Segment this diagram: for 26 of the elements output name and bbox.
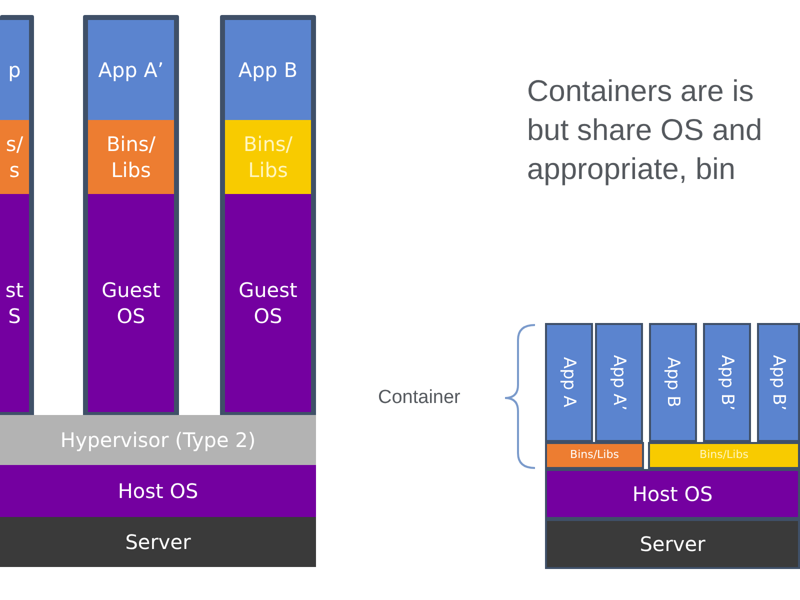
library-layer: Bins/Libs: [545, 442, 644, 469]
container-app: App A’: [595, 323, 643, 442]
guest-os-layer: st S: [0, 194, 29, 412]
server-layer: Server: [0, 517, 316, 567]
description-text: Containers are is but share OS and appropriate, bin: [527, 74, 764, 188]
hypervisor-layer: Hypervisor (Type 2): [0, 415, 316, 465]
server-layer: Server: [545, 519, 800, 569]
library-layer: Bins/ Libs: [225, 120, 311, 194]
container-app: App B’: [703, 323, 751, 442]
container-app: App B’: [757, 323, 800, 442]
host-os-layer: Host OS: [545, 469, 800, 519]
library-layer: Bins/Libs: [648, 442, 800, 469]
bracket-label: Container: [378, 386, 462, 410]
app-layer: App A’: [88, 20, 174, 120]
host-os-layer: Host OS: [0, 465, 316, 517]
guest-os-layer: Guest OS: [225, 194, 311, 412]
app-layer: p: [0, 20, 29, 120]
library-layer: s/ s: [0, 120, 29, 194]
column-frame: [0, 15, 34, 417]
library-layer: Bins/ Libs: [88, 120, 174, 194]
container-app: App A: [545, 323, 593, 442]
guest-os-layer: Guest OS: [88, 194, 174, 412]
app-layer: App B: [225, 20, 311, 120]
column-frame: [220, 15, 316, 417]
container-app: App B: [649, 323, 697, 442]
column-frame: [83, 15, 179, 417]
